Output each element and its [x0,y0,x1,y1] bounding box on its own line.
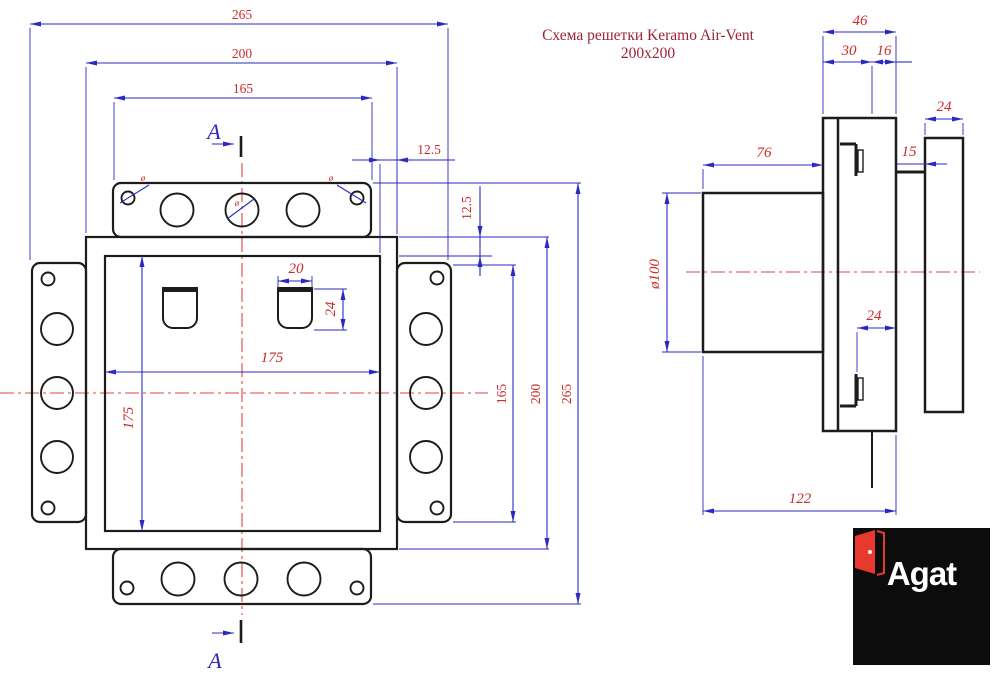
dim-depth-total-label: 46 [853,13,869,29]
dim-opening-height-label: 175 [121,406,137,429]
right-flange-holes [409,270,445,516]
dim-flange-height: 165 [453,264,516,523]
dim-duct-diameter: ø100 [647,192,701,353]
dim-duct-length: 76 [702,145,823,189]
hole-callout-left: ø [119,173,150,204]
dim-clip-width-label: 20 [289,261,305,277]
grille-plate [923,136,965,414]
hole-callout-right: ø [328,173,367,204]
top-flange-holes [120,190,365,228]
dim-overall-width-label: 265 [232,7,253,22]
right-clip [277,287,313,329]
dim-flange-height-label: 165 [494,384,509,405]
outer-frame [84,235,399,551]
drawing-title: Схема решетки Keramo Air-Vent [542,27,755,44]
side-bottom-clip [840,374,864,408]
left-flange-holes [40,271,74,516]
dim-gap-label: 15 [902,144,918,160]
dim-overall-length-label: 122 [789,491,812,507]
dim-gap: 15 [897,144,947,167]
dim-border-offset-h-label: 12.5 [417,142,441,157]
hole-callout-center-label: ø [234,198,240,208]
dim-frame-height: 200 [399,236,550,550]
body-box [821,116,898,433]
logo-text: Agat [886,555,957,592]
dim-flange-width: 165 [113,81,373,180]
dim-duct-diameter-label: ø100 [647,259,663,291]
dim-overall-width: 265 [29,7,449,260]
bottom-flange-holes [119,561,365,597]
left-clip [162,287,198,329]
door-icon [855,530,885,576]
dim-clip-offset-label: 24 [867,308,883,324]
inner-opening [103,254,382,533]
hole-callout-left-label: ø [140,173,146,183]
title-block: Схема решетки Keramo Air-Vent 200x200 [542,27,755,62]
dim-depth-front-label: 16 [877,43,893,59]
dim-overall-length: 122 [702,356,897,515]
dim-clip-height: 24 [314,288,347,331]
front-view: A A 265 200 165 12.5 [0,7,581,673]
section-marker-bottom: A [206,620,243,673]
dim-depth-rear-label: 30 [841,43,858,59]
dim-clip-offset: 24 [856,308,896,372]
side-view: 46 30 16 24 76 15 [647,13,980,515]
hole-callout-center: ø [226,198,255,220]
section-marker-top: A [205,119,243,157]
dim-depth-split: 30 16 [823,43,912,114]
dim-frame-width-label: 200 [232,46,253,61]
hole-callout-right-label: ø [328,173,334,183]
dim-overall-height-label: 265 [559,384,574,405]
dim-border-offset-v: 12.5 [399,186,492,276]
dim-overall-height: 265 [373,182,581,605]
dim-duct-length-label: 76 [757,145,773,161]
dim-depth-total: 46 [822,13,897,114]
dim-clip-height-label: 24 [323,301,339,317]
dim-frame-height-label: 200 [528,384,543,405]
agat-logo: Agat [853,528,990,665]
dim-border-offset-h: 12.5 [352,142,455,253]
dim-flange-width-label: 165 [233,81,254,96]
dim-grille-thickness: 24 [924,99,964,135]
section-letter-top: A [205,119,221,144]
dim-opening-height: 175 [121,256,145,531]
dim-opening-width: 175 [105,350,380,375]
dim-grille-thickness-label: 24 [937,99,953,115]
dim-border-offset-v-label: 12.5 [459,196,474,220]
dim-opening-width-label: 175 [261,350,284,366]
section-letter-bottom: A [206,648,222,673]
drawing-subtitle: 200x200 [621,45,676,62]
dim-clip-width: 20 [277,261,313,288]
side-top-clip [840,142,864,176]
